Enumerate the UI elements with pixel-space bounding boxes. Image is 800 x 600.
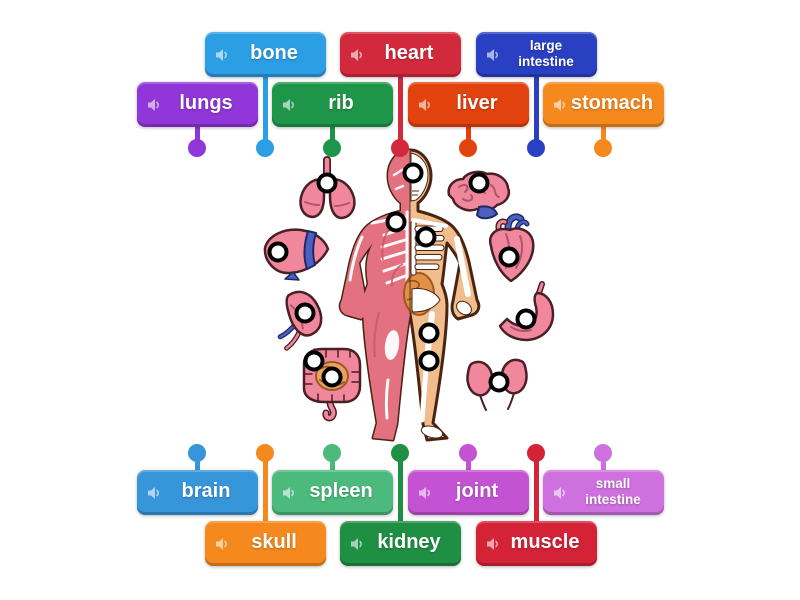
pin-dot xyxy=(256,139,274,157)
speaker-icon[interactable] xyxy=(215,537,229,551)
pin-dot xyxy=(188,139,206,157)
hotspot-kidney[interactable] xyxy=(488,371,510,393)
label-kidney[interactable]: kidney xyxy=(339,521,461,566)
pin-dot xyxy=(323,139,341,157)
label-liver[interactable]: liver xyxy=(407,82,529,127)
label-small-intestine[interactable]: small intestine xyxy=(542,470,664,515)
pin-stem xyxy=(533,451,539,533)
speaker-icon[interactable] xyxy=(486,48,500,62)
label-text: stomach xyxy=(570,92,654,114)
speaker-icon[interactable] xyxy=(215,48,229,62)
hotspot-rib[interactable] xyxy=(415,226,437,248)
label-text: large intestine xyxy=(518,38,574,69)
label-text: liver xyxy=(456,92,498,114)
speaker-icon[interactable] xyxy=(418,486,432,500)
label-stomach[interactable]: stomach xyxy=(542,82,664,127)
speaker-icon[interactable] xyxy=(350,537,364,551)
speaker-icon[interactable] xyxy=(282,486,296,500)
pin-dot xyxy=(594,139,612,157)
label-text: lungs xyxy=(179,92,233,114)
pin-stem xyxy=(262,451,268,533)
pin-dot xyxy=(391,444,409,462)
pin-stem xyxy=(533,58,539,150)
hotspot-brain[interactable] xyxy=(468,172,490,194)
label-text: muscle xyxy=(510,531,580,553)
label-text: kidney xyxy=(377,531,441,553)
speaker-icon[interactable] xyxy=(553,98,567,112)
label-skull[interactable]: skull xyxy=(204,521,326,566)
label-text: rib xyxy=(328,92,354,114)
body-illustration xyxy=(263,148,555,442)
label-text: joint xyxy=(455,480,499,502)
pin-dot xyxy=(459,139,477,157)
pin-stem xyxy=(397,451,403,533)
label-heart[interactable]: heart xyxy=(339,32,461,77)
label-large-intestine[interactable]: large intestine xyxy=(475,32,597,77)
label-text: heart xyxy=(384,42,434,64)
pin-dot xyxy=(391,139,409,157)
pin-dot xyxy=(527,139,545,157)
pin-dot xyxy=(188,444,206,462)
hotspot-joint[interactable] xyxy=(418,350,440,372)
label-joint[interactable]: joint xyxy=(407,470,529,515)
speaker-icon[interactable] xyxy=(282,98,296,112)
label-spleen[interactable]: spleen xyxy=(271,470,393,515)
hotspot-spleen[interactable] xyxy=(294,302,316,324)
label-rib[interactable]: rib xyxy=(271,82,393,127)
label-text: brain xyxy=(181,480,231,502)
label-lungs[interactable]: lungs xyxy=(136,82,258,127)
label-text: bone xyxy=(250,42,298,64)
speaker-icon[interactable] xyxy=(147,98,161,112)
pin-dot xyxy=(459,444,477,462)
hotspot-stomach[interactable] xyxy=(515,308,537,330)
label-text: skull xyxy=(251,531,297,553)
pin-dot xyxy=(323,444,341,462)
pin-stem xyxy=(397,58,403,150)
label-text: spleen xyxy=(309,480,373,502)
label-brain[interactable]: brain xyxy=(136,470,258,515)
hotspot-heart[interactable] xyxy=(498,246,520,268)
label-muscle[interactable]: muscle xyxy=(475,521,597,566)
hotspot-bone[interactable] xyxy=(418,322,440,344)
hotspot-lungs[interactable] xyxy=(316,172,338,194)
hotspot-small-intestine[interactable] xyxy=(321,366,343,388)
speaker-icon[interactable] xyxy=(553,486,567,500)
hotspot-large-intestine[interactable] xyxy=(303,350,325,372)
label-bone[interactable]: bone xyxy=(204,32,326,77)
pin-dot xyxy=(527,444,545,462)
hotspot-skull[interactable] xyxy=(402,162,424,184)
hotspot-liver[interactable] xyxy=(267,241,289,263)
label-text: small intestine xyxy=(585,476,641,507)
hotspot-muscle[interactable] xyxy=(385,211,407,233)
speaker-icon[interactable] xyxy=(486,537,500,551)
speaker-icon[interactable] xyxy=(147,486,161,500)
speaker-icon[interactable] xyxy=(350,48,364,62)
pin-stem xyxy=(262,58,268,150)
speaker-icon[interactable] xyxy=(418,98,432,112)
pin-dot xyxy=(594,444,612,462)
pin-dot xyxy=(256,444,274,462)
